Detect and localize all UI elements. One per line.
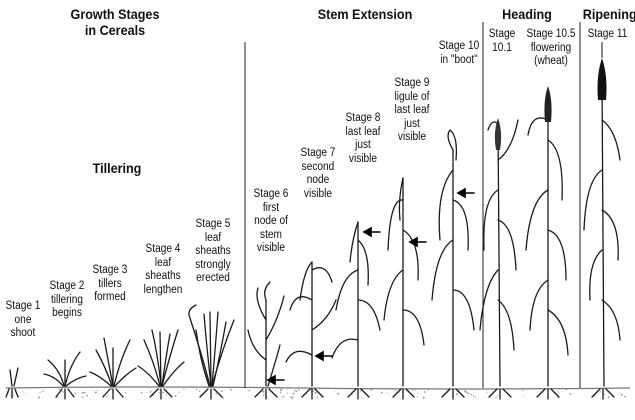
stage-7-label-line: node: [306, 174, 330, 187]
diagram-title: Growth Stages in Cereals: [57, 6, 174, 38]
stage-10-plant: [431, 129, 475, 400]
stage-4-label-line: leaf: [154, 256, 172, 269]
stage-9-plant: [383, 177, 425, 400]
heading-ripening: Ripening: [582, 6, 635, 22]
stage-10-1-label-line: 10.1: [492, 41, 512, 54]
stage-6-label-line: first: [262, 201, 280, 214]
stage-4-label-line: sheaths: [145, 270, 181, 283]
stage-10-label-line: Stage 10: [438, 40, 480, 52]
stage-11-label-line: Stage 11: [587, 28, 628, 40]
stage-5-label-line: erected: [196, 272, 230, 285]
stage-9-arrow: [408, 236, 427, 248]
stage-1-label-line: one: [14, 313, 32, 326]
stage-8-label-line: just: [355, 139, 371, 152]
stage-9-label-line: ligule of: [394, 90, 430, 103]
stage-7-label-line: visible: [303, 187, 333, 200]
stage-6-label-line: stem: [260, 228, 282, 241]
stage-5-label-line: sheaths: [195, 245, 231, 258]
stage-10-5-plant: [525, 95, 569, 400]
stage-6-arrow: [266, 374, 285, 386]
stage-4-plant: [137, 329, 185, 400]
stage-10-5-label-line: Stage 10.5: [526, 28, 576, 40]
heading-stem-extension: Stem Extension: [317, 6, 413, 22]
title-line-1: Growth Stages: [70, 6, 160, 22]
stage-10-1-plant: [479, 119, 519, 400]
stage-1-label-line: Stage 1: [5, 300, 41, 312]
stage-8-plant: [331, 221, 381, 400]
stage-11-plant: [583, 81, 621, 400]
stage-9-label-line: just: [404, 117, 420, 130]
heading-heading: Heading: [502, 6, 552, 22]
stage-4-label-line: lengthen: [143, 283, 183, 296]
stage-5-label-line: leaf: [204, 231, 222, 244]
stage-8-label-line: visible: [348, 152, 378, 165]
stage-3-label-line: tillers: [98, 277, 122, 290]
stage-10-arrow: [456, 187, 475, 199]
title-line-2: in Cereals: [84, 22, 146, 38]
stage-2-label-line: tillering: [50, 293, 84, 306]
stage-9-label-line: last leaf: [394, 104, 430, 117]
stage-10-5-label-line: (wheat): [534, 55, 568, 68]
stage-9-label-line: Stage 9: [394, 77, 430, 89]
stage-5-label-line: strongly: [195, 258, 231, 271]
stage-8-label-line: Stage 8: [345, 112, 381, 124]
stage-7-label-line: Stage 7: [300, 147, 336, 159]
stage-10-label-line: in "boot": [440, 53, 478, 66]
stage-7-arrow: [314, 350, 333, 362]
stage-10-1-label-line: Stage: [488, 28, 516, 40]
ground-line: [5, 386, 631, 390]
stage-5-plant: [188, 304, 235, 400]
stage-9-label-line: visible: [397, 131, 427, 144]
stage-8-label-line: last leaf: [345, 125, 381, 138]
stage-10-5-seed-head: [544, 86, 552, 122]
stage-11-label: Stage 11: [583, 28, 631, 42]
stage-3-label-line: formed: [94, 291, 126, 304]
stage-7-plant: [285, 261, 337, 400]
stage-4-label-line: Stage 4: [145, 243, 181, 255]
stage-6-label-line: visible: [256, 242, 286, 255]
stage-1-plant: [5, 367, 19, 399]
stage-11-seed-head: [597, 58, 607, 100]
heading-tillering: Tillering: [92, 160, 142, 176]
stage-8-arrow: [362, 226, 381, 238]
stage-3-plant: [89, 337, 137, 400]
stage-3-label-line: Stage 3: [92, 264, 128, 276]
stage-2-label-line: begins: [52, 307, 82, 320]
stage-6-plant: [247, 281, 285, 400]
stage-1-label-line: shoot: [10, 327, 36, 340]
stage-6-label-line: node of: [254, 215, 288, 228]
stage-2-label-line: Stage 2: [49, 280, 85, 292]
stage-5-label-line: Stage 5: [195, 218, 231, 230]
stage-10-5-label-line: flowering: [530, 41, 572, 54]
stage-7-label-line: second: [301, 160, 335, 173]
stage-6-label-line: Stage 6: [253, 188, 289, 200]
stage-2-plant: [43, 351, 87, 400]
stage-10-1-seed-head: [494, 118, 502, 150]
